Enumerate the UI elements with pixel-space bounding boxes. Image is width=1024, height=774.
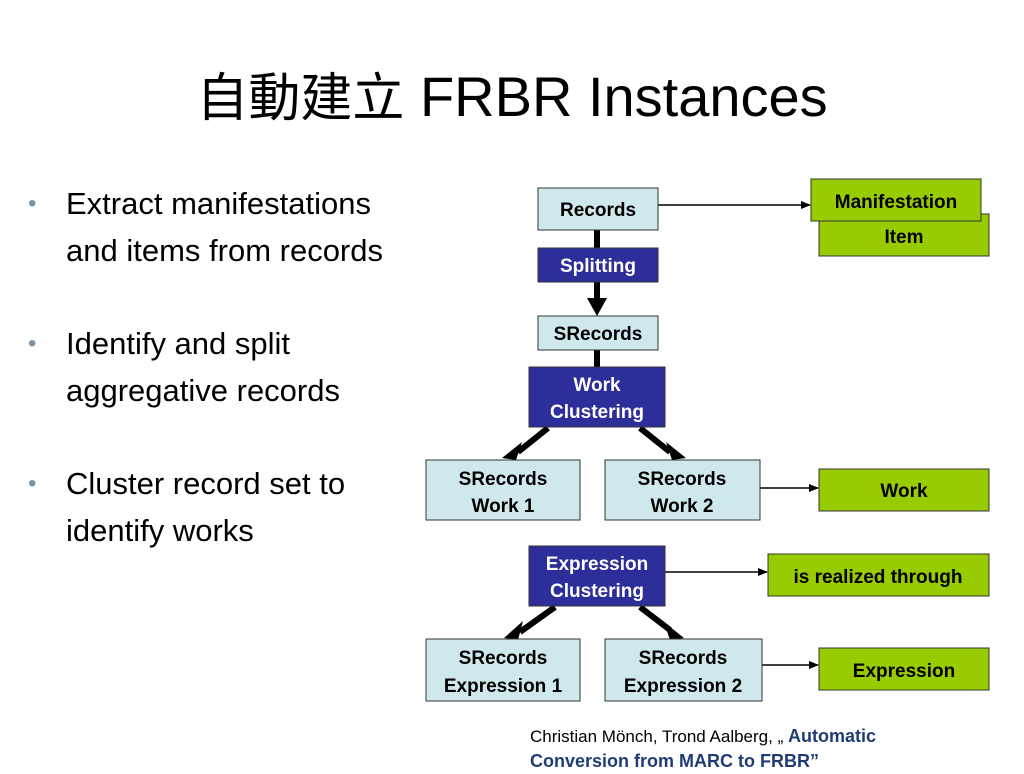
box-realized-through: is realized through [767,553,990,597]
title-cjk: 自動建立 [196,69,405,129]
arrow-head-expr1 [504,621,523,640]
box-srecords-work2-line1: SRecords [638,469,727,490]
box-records: Records [537,187,659,231]
box-srecords-work2: SRecords Work 2 [604,459,761,521]
box-srecords-work1-line2: Work 1 [471,496,534,517]
bullet-text: Identify and split aggregative records [66,326,340,408]
box-work-clustering: Work Clustering [528,366,666,428]
box-expression-clustering-line1: Expression [546,554,648,575]
bullet-text: Extract manifestations and items from re… [66,186,383,268]
box-expression-clustering-line2: Clustering [550,581,644,602]
box-splitting: Splitting [537,247,659,283]
bullet-item: • Extract manifestations and items from r… [28,180,388,274]
box-srecords-expression2: SRecords Expression 2 [604,638,763,702]
connector-work-to-work1 [516,425,550,455]
box-expression-label: Expression [853,661,955,682]
arrow-head-work1 [502,442,522,460]
box-records-label: Records [560,200,636,221]
bullet-list: • Extract manifestations and items from r… [28,180,388,600]
box-srecords-expr2-line1: SRecords [639,648,728,669]
box-srecords-expression1: SRecords Expression 1 [425,638,581,702]
thick-connectors [502,230,686,640]
box-srecords-work1: SRecords Work 1 [425,459,581,521]
bullet-dot-icon: • [28,330,37,357]
box-splitting-label: Splitting [560,256,636,277]
box-item-label: Item [884,227,923,248]
box-srecords-work2-line2: Work 2 [650,496,713,517]
box-manifestation: Manifestation [810,178,982,222]
box-work-label: Work [880,481,928,502]
arrow-head-expr2 [664,622,684,640]
thin-arrows [658,201,819,669]
arrow-head-srecords [587,298,607,316]
connector-expr-to-expr2 [638,604,672,633]
box-srecords-expr1-line2: Expression 1 [444,676,563,697]
box-srecords: SRecords [537,315,659,351]
citation-title-line1: Automatic [787,726,876,746]
box-realized-label: is realized through [794,567,963,588]
box-srecords-expr2-line2: Expression 2 [624,676,742,697]
slide-title: 自動建立 FRBR Instances [0,56,1024,131]
bullet-item: • Cluster record set to identify works [28,460,388,554]
connector-expr-to-expr1 [518,604,557,635]
arrow-head-work2 [666,442,686,460]
box-work-clustering-line1: Work [573,375,621,396]
bullet-dot-icon: • [28,190,37,217]
bullet-dot-icon: • [28,470,37,497]
citation-title-line2: Conversion from MARC to FRBR” [530,751,819,771]
bullet-item: • Identify and split aggregative records [28,320,388,414]
bullet-text: Cluster record set to identify works [66,466,346,548]
box-work-clustering-line2: Clustering [550,402,644,423]
box-expression-clustering: Expression Clustering [528,545,666,607]
citation-authors: Christian Mönch, Trond Aalberg, „ [530,727,788,746]
citation: Christian Mönch, Trond Aalberg, „ Automa… [530,724,1010,774]
box-srecords-expr1-line1: SRecords [459,648,548,669]
box-expression: Expression [818,647,990,691]
title-latin: FRBR Instances [419,65,828,128]
box-manifestation-label: Manifestation [835,192,957,213]
box-work: Work [818,468,990,512]
connector-work-to-work2 [638,425,672,455]
box-srecords-work1-line1: SRecords [459,469,548,490]
box-srecords-label: SRecords [554,324,643,345]
